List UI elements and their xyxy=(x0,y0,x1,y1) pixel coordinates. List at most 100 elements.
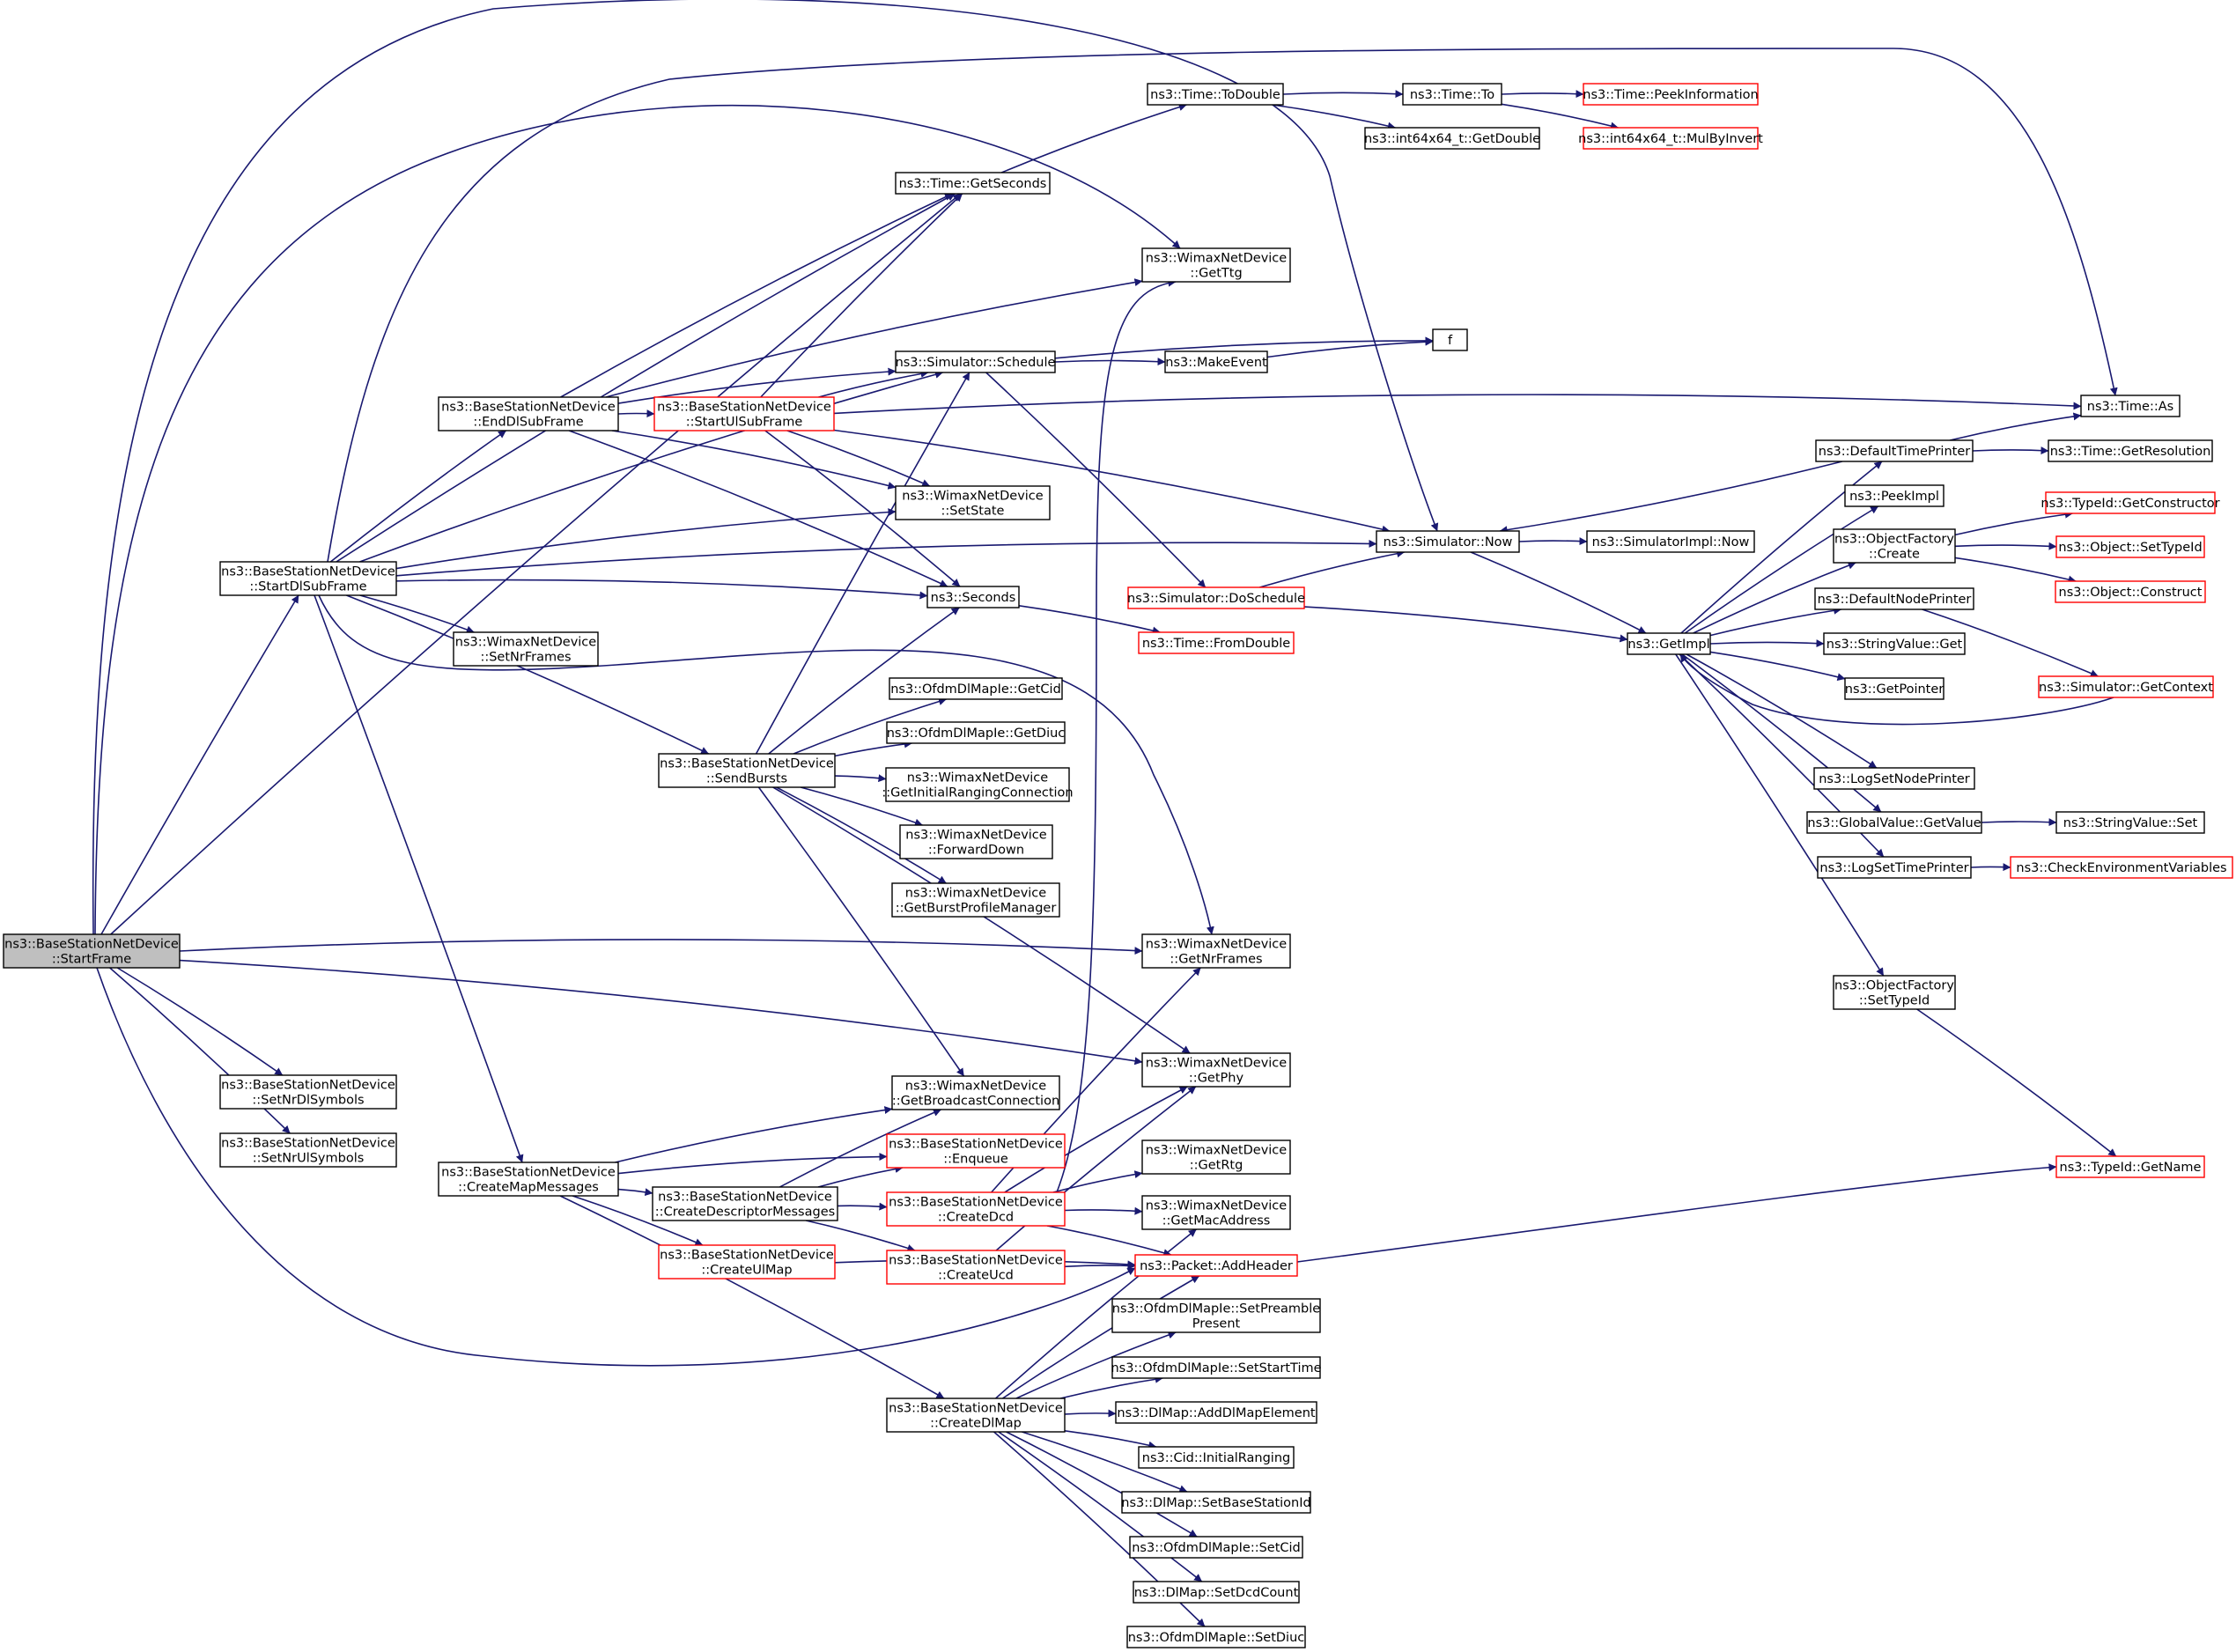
node-now[interactable]: ns3::Simulator::Now xyxy=(1376,530,1520,553)
node-createdescriptormessages[interactable]: ns3::BaseStationNetDevice::CreateDescrip… xyxy=(652,1186,838,1221)
node-enddlsubframe[interactable]: ns3::BaseStationNetDevice::EndDlSubFrame xyxy=(438,396,619,431)
node-peekimpl[interactable]: ns3::PeekImpl xyxy=(1844,484,1945,507)
node-getttg[interactable]: ns3::WimaxNetDevice::GetTtg xyxy=(1141,247,1291,283)
node-getdouble[interactable]: ns3::int64x64_t::GetDouble xyxy=(1364,127,1540,150)
node-createucd[interactable]: ns3::BaseStationNetDevice::CreateUcd xyxy=(886,1250,1066,1285)
node-objectconstruct[interactable]: ns3::Object::Construct xyxy=(2055,580,2206,603)
edge-startframe-to-setnrdlsymbols xyxy=(116,967,284,1076)
node-sendbursts[interactable]: ns3::BaseStationNetDevice::SendBursts xyxy=(658,753,836,788)
node-box xyxy=(1127,586,1305,609)
node-getimpl[interactable]: ns3::GetImpl xyxy=(1627,632,1711,655)
node-label: ns3::int64x64_t::GetDouble xyxy=(1364,132,1540,146)
edge-getimpl-to-stringvalueget xyxy=(1709,639,1825,648)
node-mulbyinvert[interactable]: ns3::int64x64_t::MulByInvert xyxy=(1578,127,1763,150)
edge-createdlmap-to-setdcdcount xyxy=(998,1431,1203,1582)
node-getpointer[interactable]: ns3::GetPointer xyxy=(1844,677,1945,700)
node-setnrulsymbols[interactable]: ns3::BaseStationNetDevice::SetNrUlSymbol… xyxy=(219,1132,397,1168)
node-timeto[interactable]: ns3::Time::To xyxy=(1402,83,1502,106)
edge-sendbursts-to-getcid xyxy=(793,697,947,755)
edge-timeto-to-peekinformation xyxy=(1501,90,1584,99)
node-peekinformation[interactable]: ns3::Time::PeekInformation xyxy=(1583,83,1759,106)
node-box xyxy=(1141,1195,1291,1230)
node-startdlsubframe[interactable]: ns3::BaseStationNetDevice::StartDlSubFra… xyxy=(219,561,397,596)
node-box xyxy=(1586,530,1755,553)
node-adddlmapelement[interactable]: ns3::DlMap::AddDlMapElement xyxy=(1115,1401,1317,1424)
node-getcontext[interactable]: ns3::Simulator::GetContext xyxy=(2038,675,2214,698)
node-enqueue[interactable]: ns3::BaseStationNetDevice::Enqueue xyxy=(886,1133,1066,1169)
node-stringvalueset[interactable]: ns3::StringValue::Set xyxy=(2055,811,2205,834)
node-seconds[interactable]: ns3::Seconds xyxy=(926,586,1020,608)
node-timeas[interactable]: ns3::Time::As xyxy=(2080,395,2181,417)
node-todouble[interactable]: ns3::Time::ToDouble xyxy=(1147,83,1284,106)
node-stringvalueget[interactable]: ns3::StringValue::Get xyxy=(1823,632,1966,655)
node-simimplnow[interactable]: ns3::SimulatorImpl::Now xyxy=(1586,530,1755,553)
node-checkenv[interactable]: ns3::CheckEnvironmentVariables xyxy=(2010,856,2233,879)
node-label: ::GetRtg xyxy=(1190,1159,1243,1173)
node-createulmap[interactable]: ns3::BaseStationNetDevice::CreateUlMap xyxy=(658,1244,836,1280)
node-defaulttimeprinter[interactable]: ns3::DefaultTimePrinter xyxy=(1815,439,1974,462)
node-setstate[interactable]: ns3::WimaxNetDevice::SetState xyxy=(895,485,1051,520)
node-box xyxy=(1121,1491,1311,1514)
node-fromdouble[interactable]: ns3::Time::FromDouble xyxy=(1138,631,1295,654)
node-setstarttime[interactable]: ns3::OfdmDlMapIe::SetStartTime xyxy=(1111,1356,1322,1379)
node-defaultnodeprinter[interactable]: ns3::DefaultNodePrinter xyxy=(1814,587,1974,610)
node-createdlmap[interactable]: ns3::BaseStationNetDevice::CreateDlMap xyxy=(886,1398,1066,1433)
node-label: ns3::Cid::InitialRanging xyxy=(1142,1451,1290,1465)
node-logsettimeprinter[interactable]: ns3::LogSetTimePrinter xyxy=(1817,856,1972,879)
node-makeevent[interactable]: ns3::MakeEvent xyxy=(1164,350,1268,373)
node-ofsettypeid[interactable]: ns3::ObjectFactory::SetTypeId xyxy=(1833,975,1956,1010)
node-f[interactable]: f xyxy=(1432,328,1468,351)
node-startulsubframe[interactable]: ns3::BaseStationNetDevice::StartUlSubFra… xyxy=(653,396,835,431)
node-doschedule[interactable]: ns3::Simulator::DoSchedule xyxy=(1127,586,1305,609)
node-getburstprofile[interactable]: ns3::WimaxNetDevice::GetBurstProfileMana… xyxy=(891,882,1060,918)
node-schedule[interactable]: ns3::Simulator::Schedule xyxy=(895,350,1056,373)
node-box xyxy=(219,1074,397,1110)
edge-startdlsubframe-to-enddlsubframe xyxy=(329,430,507,563)
node-setnrdlsymbols[interactable]: ns3::BaseStationNetDevice::SetNrDlSymbol… xyxy=(219,1074,397,1110)
nodes: ns3::BaseStationNetDevice::StartFramens3… xyxy=(3,83,2233,1648)
node-getseconds[interactable]: ns3::Time::GetSeconds xyxy=(895,172,1051,195)
node-box xyxy=(1138,1446,1295,1469)
node-setdcdcount[interactable]: ns3::DlMap::SetDcdCount xyxy=(1133,1581,1300,1604)
node-getcid[interactable]: ns3::OfdmDlMapIe::GetCid xyxy=(889,677,1063,700)
node-label: ns3::WimaxNetDevice xyxy=(907,771,1048,785)
node-box xyxy=(895,172,1051,195)
node-box xyxy=(886,1133,1066,1169)
node-setdiuc[interactable]: ns3::OfdmDlMapIe::SetDiuc xyxy=(1126,1626,1306,1648)
node-objectsettypeid[interactable]: ns3::Object::SetTypeId xyxy=(2055,535,2205,558)
node-label: ns3::Simulator::GetContext xyxy=(2039,681,2213,695)
node-getnrframes[interactable]: ns3::WimaxNetDevice::GetNrFrames xyxy=(1141,933,1291,969)
edge-sendbursts-to-getdiuc xyxy=(834,740,912,757)
edge-doschedule-to-now xyxy=(1259,549,1406,588)
edge-createdcd-to-addheader xyxy=(1046,1225,1172,1257)
node-forwarddown[interactable]: ns3::WimaxNetDevice::ForwardDown xyxy=(899,824,1053,859)
node-initialranging[interactable]: ns3::Cid::InitialRanging xyxy=(1138,1446,1295,1469)
node-getinitialranging[interactable]: ns3::WimaxNetDevice::GetInitialRangingCo… xyxy=(882,767,1074,802)
node-logsetnodeprinter[interactable]: ns3::LogSetNodePrinter xyxy=(1813,767,1975,790)
node-getdiuc[interactable]: ns3::OfdmDlMapIe::GetDiuc xyxy=(886,721,1066,744)
node-getphy[interactable]: ns3::WimaxNetDevice::GetPhy xyxy=(1141,1052,1291,1088)
edge-sendbursts-to-schedule xyxy=(755,372,970,755)
node-getbroadcast[interactable]: ns3::WimaxNetDevice::GetBroadcastConnect… xyxy=(891,1075,1060,1110)
node-box xyxy=(886,1250,1066,1285)
node-globalvaluegetvalue[interactable]: ns3::GlobalValue::GetValue xyxy=(1806,811,1982,834)
node-setnrframes[interactable]: ns3::WimaxNetDevice::SetNrFrames xyxy=(453,631,599,667)
node-typeidgetname[interactable]: ns3::TypeId::GetName xyxy=(2055,1155,2205,1178)
node-getresolution[interactable]: ns3::Time::GetResolution xyxy=(2048,439,2213,462)
edge-createdcd-to-getmacaddress xyxy=(1064,1206,1143,1215)
node-box xyxy=(1364,127,1540,150)
node-startframe[interactable]: ns3::BaseStationNetDevice::StartFrame xyxy=(3,933,181,969)
node-addheader[interactable]: ns3::Packet::AddHeader xyxy=(1134,1254,1298,1277)
node-getrtg[interactable]: ns3::WimaxNetDevice::GetRtg xyxy=(1141,1139,1291,1175)
node-setbasestationid[interactable]: ns3::DlMap::SetBaseStationId xyxy=(1121,1491,1311,1514)
node-ofcreate[interactable]: ns3::ObjectFactory::Create xyxy=(1833,528,1956,564)
node-label: ns3::OfdmDlMapIe::GetCid xyxy=(890,682,1061,697)
node-createdcd[interactable]: ns3::BaseStationNetDevice::CreateDcd xyxy=(886,1191,1066,1227)
node-createmapmessages[interactable]: ns3::BaseStationNetDevice::CreateMapMess… xyxy=(438,1162,619,1197)
node-getmacaddress[interactable]: ns3::WimaxNetDevice::GetMacAddress xyxy=(1141,1195,1291,1230)
node-getconstructor[interactable]: ns3::TypeId::GetConstructor xyxy=(2040,491,2220,514)
node-label: ns3::DlMap::AddDlMapElement xyxy=(1117,1406,1316,1420)
node-setcid[interactable]: ns3::OfdmDlMapIe::SetCid xyxy=(1129,1536,1303,1559)
node-box xyxy=(895,350,1056,373)
